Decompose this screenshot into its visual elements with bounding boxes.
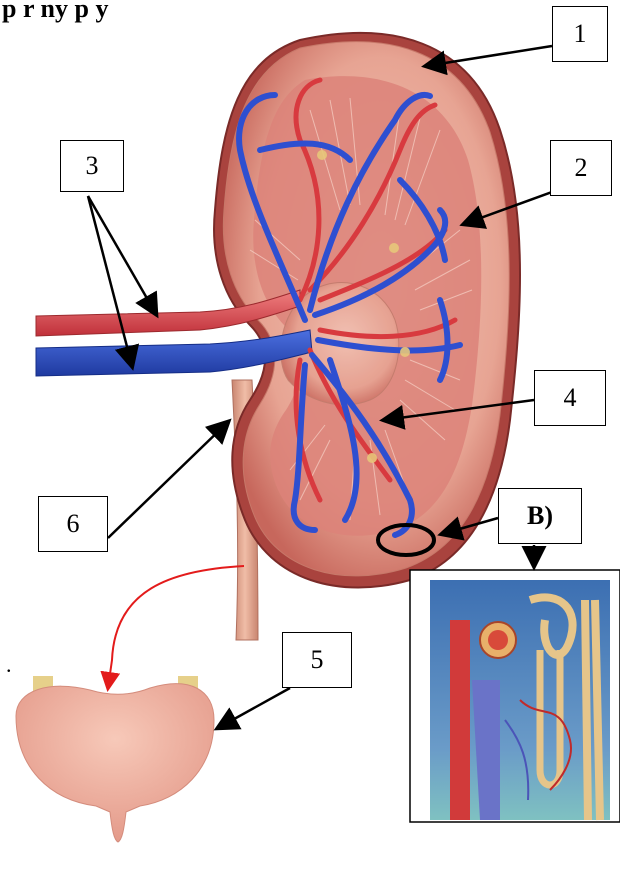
leader-5 — [218, 688, 290, 728]
leader-6 — [108, 422, 228, 538]
urine-flow-arrow — [108, 566, 244, 688]
stray-dot: . — [6, 652, 12, 678]
label-2: 2 — [550, 140, 612, 196]
leader-3a — [88, 196, 156, 314]
label-4: 4 — [534, 370, 606, 426]
leader-3b — [88, 196, 132, 366]
label-5: 5 — [282, 632, 352, 688]
label-1: 1 — [552, 6, 608, 62]
bladder — [16, 684, 214, 842]
label-B: B) — [498, 488, 582, 544]
label-6: 6 — [38, 496, 108, 552]
label-3: 3 — [60, 140, 124, 192]
